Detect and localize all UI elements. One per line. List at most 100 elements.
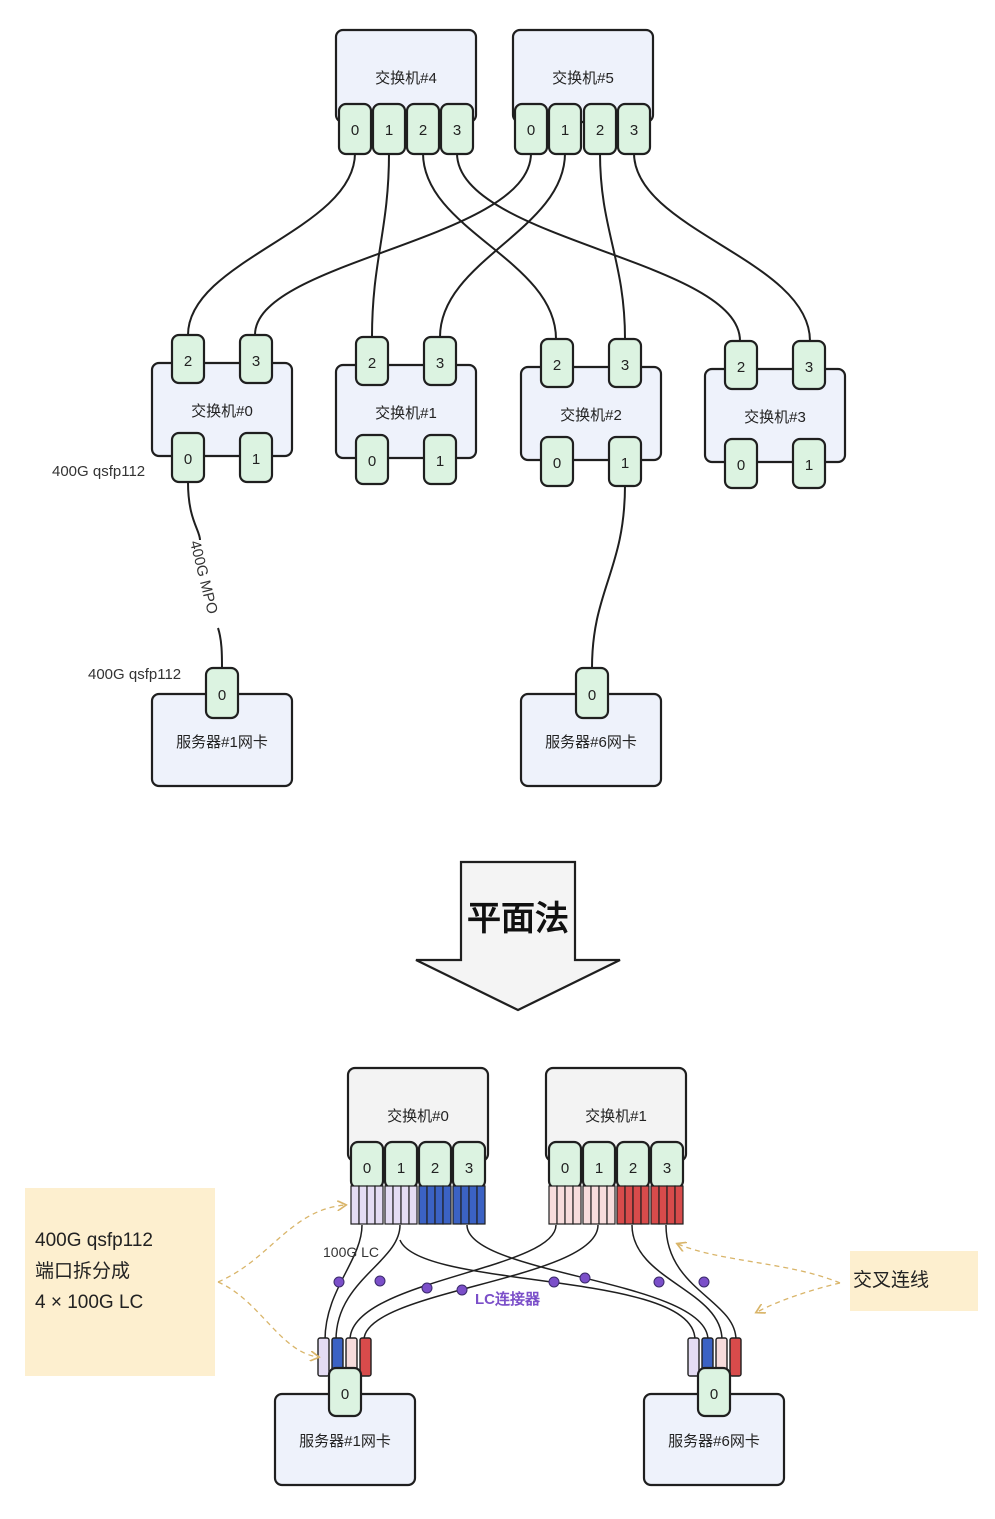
lc-connector-dot [456, 1284, 468, 1296]
cable-sw4p2-sw2p2 [422, 152, 557, 340]
leaf-switch-0[interactable]: 交换机#0 2 3 0 1 [150, 333, 294, 484]
port-label: 0 [737, 457, 745, 474]
port-label: 3 [453, 122, 461, 139]
server-label: 服务器#1网卡 [176, 734, 268, 751]
leaf-switch-1[interactable]: 交换机#1 2 3 0 1 [334, 335, 478, 486]
lc-cable [399, 1239, 696, 1341]
port-label: 0 [561, 1160, 569, 1177]
switch-label: 交换机#1 [375, 404, 437, 422]
lc-connector-dot [579, 1272, 591, 1284]
port-label: 0 [710, 1386, 718, 1403]
lc-fiber [666, 1185, 676, 1225]
port-label: 1 [385, 122, 393, 139]
lc-fiber [442, 1185, 452, 1225]
switch-label: 交换机#2 [560, 406, 622, 424]
note-left-line: 端口拆分成 [35, 1260, 130, 1282]
cable-sw5p2-sw2p3 [599, 152, 626, 340]
note-right: 交叉连线 [850, 1251, 978, 1311]
port-label: 0 [368, 453, 376, 470]
note-left-line: 400G qsfp112 [35, 1230, 153, 1251]
lc-fiber [548, 1185, 558, 1225]
server-label: 服务器#6网卡 [668, 1433, 760, 1450]
lc-fiber [374, 1185, 384, 1225]
port-label: 0 [184, 451, 192, 468]
port-label: 1 [252, 451, 260, 468]
switch-label: 交换机#3 [744, 408, 806, 426]
port-label: 1 [805, 457, 813, 474]
switch-label: 交换机#4 [375, 69, 437, 87]
server-port-type-label: 400G qsfp112 [88, 666, 181, 683]
bottom-switch-1[interactable]: 交换机#1 0 1 2 3 [544, 1066, 688, 1190]
leaf-switch-3[interactable]: 交换机#3 2 3 0 1 [703, 339, 847, 490]
lc-fiber [476, 1185, 486, 1225]
lc-fiber [408, 1185, 418, 1225]
server-label: 服务器#1网卡 [299, 1433, 391, 1450]
lc-fiber [616, 1185, 626, 1225]
note-right-text: 交叉连线 [853, 1269, 929, 1291]
port-label: 0 [553, 455, 561, 472]
core-switch-4[interactable]: 交换机#4 0 1 2 3 [334, 28, 478, 156]
server-lc-plug [687, 1337, 700, 1377]
server-1-nic-bottom[interactable]: 服务器#1网卡 0 [273, 1366, 417, 1487]
port-label: 1 [561, 122, 569, 139]
note-left-line: 4 × 100G LC [35, 1292, 143, 1313]
note-arrows [217, 1205, 841, 1357]
port-label: 2 [431, 1160, 439, 1177]
lc-fiber [460, 1185, 470, 1225]
port-label: 2 [737, 359, 745, 376]
core-switch-5[interactable]: 交换机#5 0 1 2 3 [511, 28, 655, 156]
port-label: 2 [553, 357, 561, 374]
server-lc-strips [317, 1337, 742, 1377]
lc-cable [335, 1224, 401, 1341]
lc-fiber [468, 1185, 478, 1225]
port-label: 2 [629, 1160, 637, 1177]
lc-connector-dot [374, 1275, 386, 1287]
lc-fiber [582, 1185, 592, 1225]
server-6-nic-top[interactable]: 服务器#6网卡 0 [519, 666, 663, 788]
cable-sw4p0-sw0p2 [187, 152, 356, 336]
cable-sw5p3-sw3p3 [633, 152, 811, 342]
server-label: 服务器#6网卡 [545, 734, 637, 751]
lc-connector-dot [333, 1276, 345, 1288]
port-label: 3 [805, 359, 813, 376]
lc-connector-dot [548, 1276, 560, 1288]
lc-fiber [598, 1185, 608, 1225]
port-label: 1 [436, 453, 444, 470]
port-label: 2 [368, 355, 376, 372]
server-lc-plug [359, 1337, 372, 1377]
transform-arrow: 平面法 [415, 860, 621, 1012]
server-lc-plug [729, 1337, 742, 1377]
lc-fiber [434, 1185, 444, 1225]
cable-type-label: 400G MPO [186, 539, 221, 616]
server-1-nic-top[interactable]: 服务器#1网卡 0 [150, 666, 294, 788]
lc-fiber [572, 1185, 582, 1225]
port-label: 3 [465, 1160, 473, 1177]
port-label: 3 [630, 122, 638, 139]
bottom-switch-0[interactable]: 交换机#0 0 1 2 3 [346, 1066, 490, 1190]
lc-connector-dot [421, 1282, 433, 1294]
lc-cable [665, 1224, 737, 1341]
cable-sw2p1-server6 [591, 484, 626, 669]
lc-fiber [650, 1185, 660, 1225]
lc-connector-label: LC连接器 [475, 1290, 541, 1308]
lc-fiber [606, 1185, 616, 1225]
cable-sw0p0-server1 [187, 481, 201, 541]
lc-fiber [556, 1185, 566, 1225]
lc-connector-dot [698, 1276, 710, 1288]
lc-fiber [392, 1185, 402, 1225]
lc-fiber [384, 1185, 394, 1225]
port-label: 3 [252, 353, 260, 370]
cable-sw5p0-sw0p3 [254, 152, 532, 336]
lc-fiber [426, 1185, 436, 1225]
note-left: 400G qsfp112 端口拆分成 4 × 100G LC [25, 1188, 215, 1376]
cable-sw4p1-sw1p2 [371, 152, 390, 338]
lc-fiber [366, 1185, 376, 1225]
lc-fiber [632, 1185, 642, 1225]
lc-breakout-strips [350, 1185, 684, 1225]
lc-cable [324, 1224, 363, 1341]
server-6-nic-bottom[interactable]: 服务器#6网卡 0 [642, 1366, 786, 1487]
leaf-switch-2[interactable]: 交换机#2 2 3 0 1 [519, 337, 663, 488]
port-label: 0 [218, 687, 226, 704]
lc-fiber [640, 1185, 650, 1225]
